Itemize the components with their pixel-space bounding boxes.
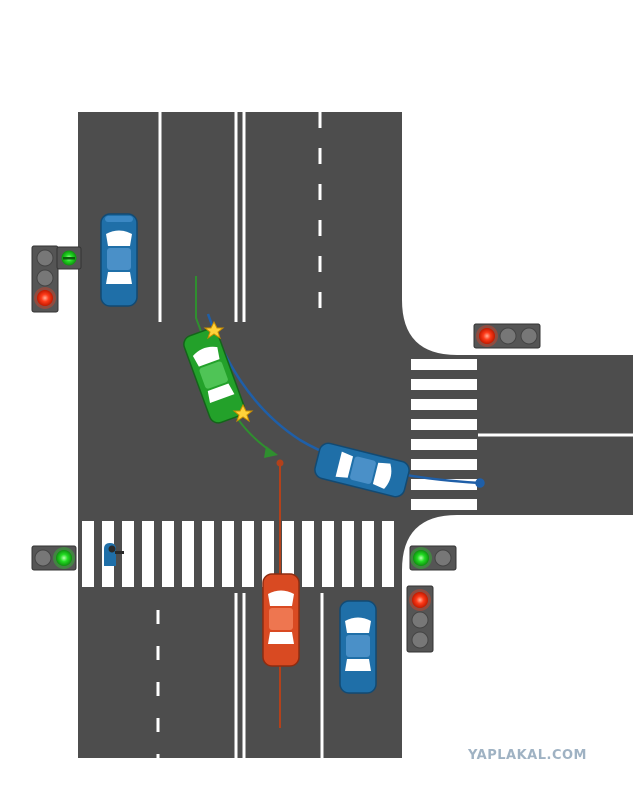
car-blue-turning: [314, 442, 410, 498]
crosswalk-right: [411, 359, 477, 510]
traffic-light-right-top: [473, 323, 541, 349]
car-green-turning: [183, 328, 245, 424]
crosswalk-bottom: [82, 521, 394, 587]
trajectory-blue: [206, 313, 485, 488]
lane-markings: [156, 112, 633, 758]
car-blue-parked-top-left: [100, 213, 138, 307]
traffic-light-right-bottom: [406, 585, 434, 653]
car-blue-bottom-right: [339, 600, 377, 694]
collision-spark-icon: [203, 320, 254, 423]
watermark-logo: YAPLAKAL.COM: [468, 748, 587, 763]
car-red-straight: [262, 573, 300, 667]
traffic-light-right-pedestrian: [409, 545, 457, 571]
pedestrian-icon: [104, 543, 124, 566]
traffic-light-left-top: [31, 245, 82, 313]
traffic-light-left-pedestrian: [31, 545, 77, 571]
